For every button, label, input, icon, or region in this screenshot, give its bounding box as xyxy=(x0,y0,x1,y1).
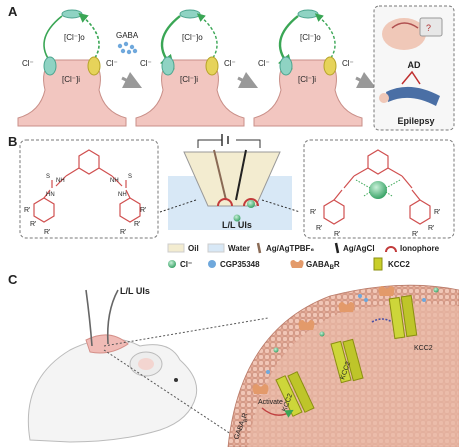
legend-label-agtpbf: Ag/AgTPBF₆ xyxy=(266,244,314,253)
kcc2-label-3: KCC2 xyxy=(414,345,433,352)
svg-text:S: S xyxy=(128,174,132,180)
cl-ion-label-3a: Cl⁻ xyxy=(258,59,270,68)
cl-outside-label-1: [Cl⁻]o xyxy=(64,33,85,42)
transition-arrow-2 xyxy=(237,71,259,89)
gabab-receptors xyxy=(252,286,395,394)
rat-illustration xyxy=(27,334,198,443)
legend-label-oil: Oil xyxy=(188,244,199,253)
kcc2-channel-3 xyxy=(388,294,418,340)
svg-text:HN: HN xyxy=(46,192,55,198)
neuron-3 xyxy=(253,9,363,127)
transition-arrow-1 xyxy=(121,71,143,89)
svg-text:S: S xyxy=(46,174,50,180)
transport-arrow xyxy=(371,318,393,323)
legend-label-cgp: CGP35348 xyxy=(220,260,260,269)
panel-label-b: B xyxy=(8,134,17,149)
substituent-r-right-1: R' xyxy=(310,209,316,216)
kcc2-channel-1 xyxy=(275,371,315,417)
substituent-r-left-3: R' xyxy=(44,229,50,236)
panel-label-c: C xyxy=(8,272,18,287)
ad-label: AD xyxy=(408,60,421,70)
legend-swatch-cl xyxy=(168,260,176,268)
ionophore-structure-left: NH NH S S HN NH R' R' R' R' R' R' xyxy=(19,139,159,239)
svg-text:?: ? xyxy=(426,23,431,33)
legend-label-ionophore: Ionophore xyxy=(400,244,440,253)
puzzle-icon xyxy=(419,17,443,37)
substituent-r-left-6: R' xyxy=(120,229,126,236)
legend-swatch-gabab xyxy=(290,260,304,268)
epilepsy-label: Epilepsy xyxy=(397,116,434,126)
neuron-1 xyxy=(17,9,127,127)
receptor-left-1 xyxy=(43,56,57,76)
substituent-r-right-5: R' xyxy=(428,225,434,232)
substituent-r-right-4: R' xyxy=(434,209,440,216)
cl-ion-label-3b: Cl⁻ xyxy=(342,59,354,68)
cl-flux-arrow-2 xyxy=(159,15,181,70)
activate-label: Activate xyxy=(258,399,283,406)
probe-label-b: L/L UIs xyxy=(222,220,252,230)
cl-inside-label-2: [Cl⁻]i xyxy=(180,75,198,84)
disease-box: ? xyxy=(373,5,455,131)
svg-text:NH: NH xyxy=(110,178,119,184)
legend-swatch-water xyxy=(207,243,225,253)
legend-swatch-kcc2 xyxy=(373,257,383,271)
substituent-r-left-5: R' xyxy=(134,221,140,228)
activate-arrow xyxy=(261,407,294,418)
gaba-label: GABA xyxy=(116,31,139,40)
substituent-r-right-2: R' xyxy=(316,225,322,232)
legend-swatch-cgp xyxy=(208,260,216,268)
cl-outside-label-3: [Cl⁻]o xyxy=(300,33,321,42)
legend-label-gabab: GABABR xyxy=(306,260,340,271)
substituent-r-left-4: R' xyxy=(140,207,146,214)
probe-schematic xyxy=(159,134,301,230)
cl-inside-label-3: [Cl⁻]i xyxy=(298,75,316,84)
rat-eye xyxy=(174,378,178,382)
cl-inside-label-1: [Cl⁻]i xyxy=(62,75,80,84)
transition-arrow-3 xyxy=(355,71,377,89)
cl-flux-arrow-1 xyxy=(43,15,63,68)
legend: Oil Water Ag/AgTPBF₆ Ag/AgCl Ionophore C… xyxy=(167,242,440,271)
legend-swatch-oil xyxy=(167,243,185,253)
neuron-2 xyxy=(135,9,245,127)
cl-ion-label-2a: Cl⁻ xyxy=(140,59,152,68)
substituent-r-left-2: R' xyxy=(30,221,36,228)
zoom-line-1 xyxy=(103,317,269,347)
legend-label-kcc2: KCC2 xyxy=(388,260,410,269)
c-ions xyxy=(266,287,439,374)
legend-label-water: Water xyxy=(228,244,250,253)
legend-swatch-ionophore xyxy=(385,246,397,253)
substituent-r-right-6: R' xyxy=(412,231,418,238)
rat-brain xyxy=(85,334,129,354)
panel-label-a: A xyxy=(8,4,18,19)
svg-text:NH: NH xyxy=(56,178,65,184)
legend-swatch-agagcl xyxy=(334,242,340,254)
svg-text:NH: NH xyxy=(118,192,127,198)
legend-label-cl: Cl⁻ xyxy=(180,260,192,269)
gaba-molecules xyxy=(117,41,138,55)
legend-label-agagcl: Ag/AgCl xyxy=(343,244,375,253)
substituent-r-right-3: R' xyxy=(334,231,340,238)
probe-wire-2 xyxy=(106,289,119,345)
receptor-top-1 xyxy=(61,9,83,19)
cl-ion-label-1b: Cl⁻ xyxy=(106,59,118,68)
probe-label-c: L/L UIs xyxy=(120,286,150,296)
cl-ion-label-2b: Cl⁻ xyxy=(224,59,236,68)
fallen-person-icon xyxy=(386,86,440,106)
kcc2-right-1 xyxy=(87,56,101,76)
cl-efflux-arrow-1 xyxy=(78,12,100,63)
legend-swatch-agtpbf xyxy=(256,242,262,254)
bound-chloride xyxy=(369,181,387,199)
kcc2-channel-2 xyxy=(330,338,364,384)
probe-wire-1 xyxy=(85,289,93,347)
zoom-line-2 xyxy=(103,349,241,441)
cl-outside-label-2: [Cl⁻]o xyxy=(182,33,203,42)
cl-ion-label-1a: Cl⁻ xyxy=(22,59,34,68)
ionophore-structure-right: R' R' R' R' R' R' xyxy=(303,139,455,239)
substituent-r-left-1: R' xyxy=(24,207,30,214)
